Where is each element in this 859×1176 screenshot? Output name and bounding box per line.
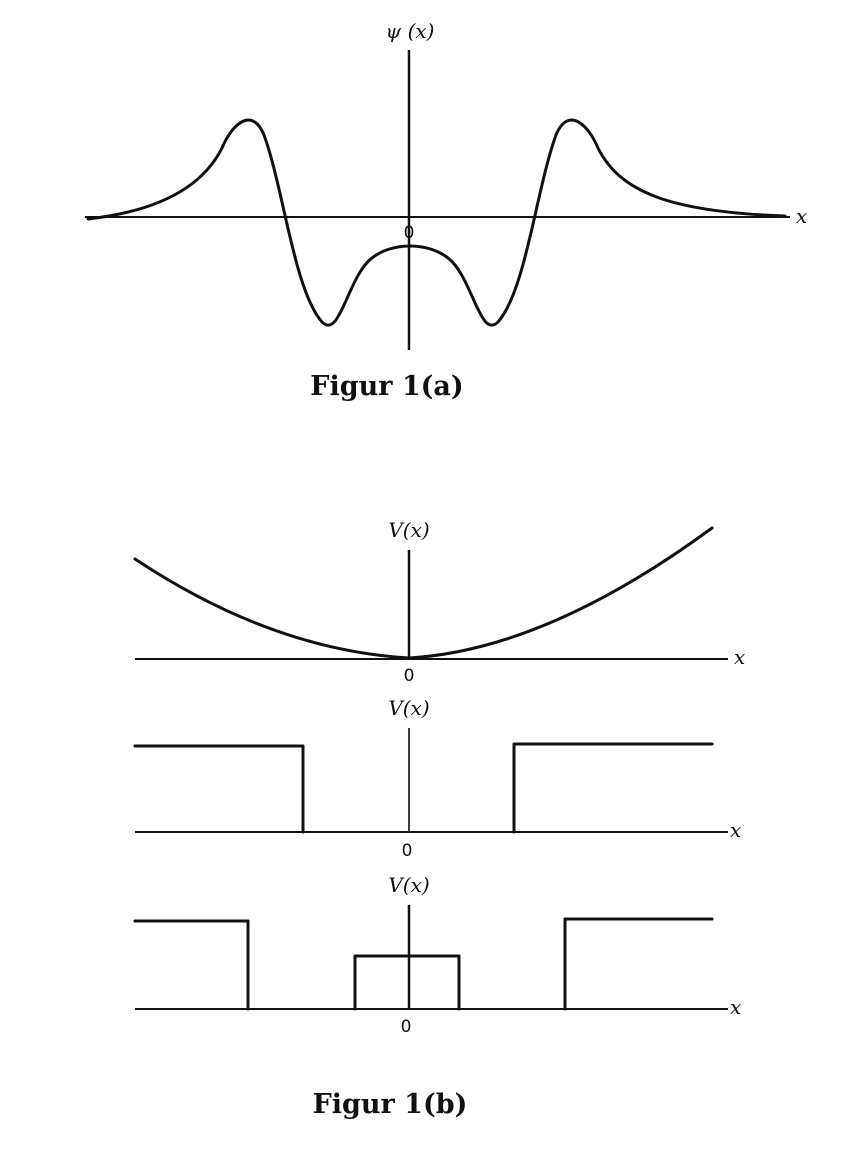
parabolic-potential-curve	[133, 526, 714, 660]
x-axis-label: x	[730, 818, 741, 842]
wavefunction-curve	[86, 118, 787, 327]
x-axis-label: x	[796, 204, 807, 228]
figure-1b-panel-parabola: V(x) x 0	[133, 518, 745, 686]
origin-label: 0	[404, 223, 415, 243]
figure-1b-panel-square-well: V(x) x 0	[133, 696, 741, 861]
x-axis-label: x	[734, 645, 745, 669]
x-axis-label: x	[730, 995, 741, 1019]
origin-label: 0	[404, 666, 415, 686]
potential-axis-label: V(x)	[388, 696, 429, 720]
square-well-potential	[133, 742, 714, 834]
origin-label: 0	[402, 841, 413, 861]
figure-1b-panel-double-well: V(x) x 0	[133, 873, 741, 1037]
figure-1a: ψ (x) x 0 Figur 1(a)	[85, 19, 807, 402]
figure-caption: Figur 1(b)	[313, 1089, 468, 1120]
psi-axis-label: ψ (x)	[386, 19, 435, 43]
double-well-potential	[133, 917, 714, 1011]
potential-axis-label: V(x)	[388, 873, 429, 897]
potential-axis-label: V(x)	[388, 518, 429, 542]
origin-label: 0	[401, 1017, 412, 1037]
figure-caption: Figur 1(a)	[310, 371, 463, 402]
